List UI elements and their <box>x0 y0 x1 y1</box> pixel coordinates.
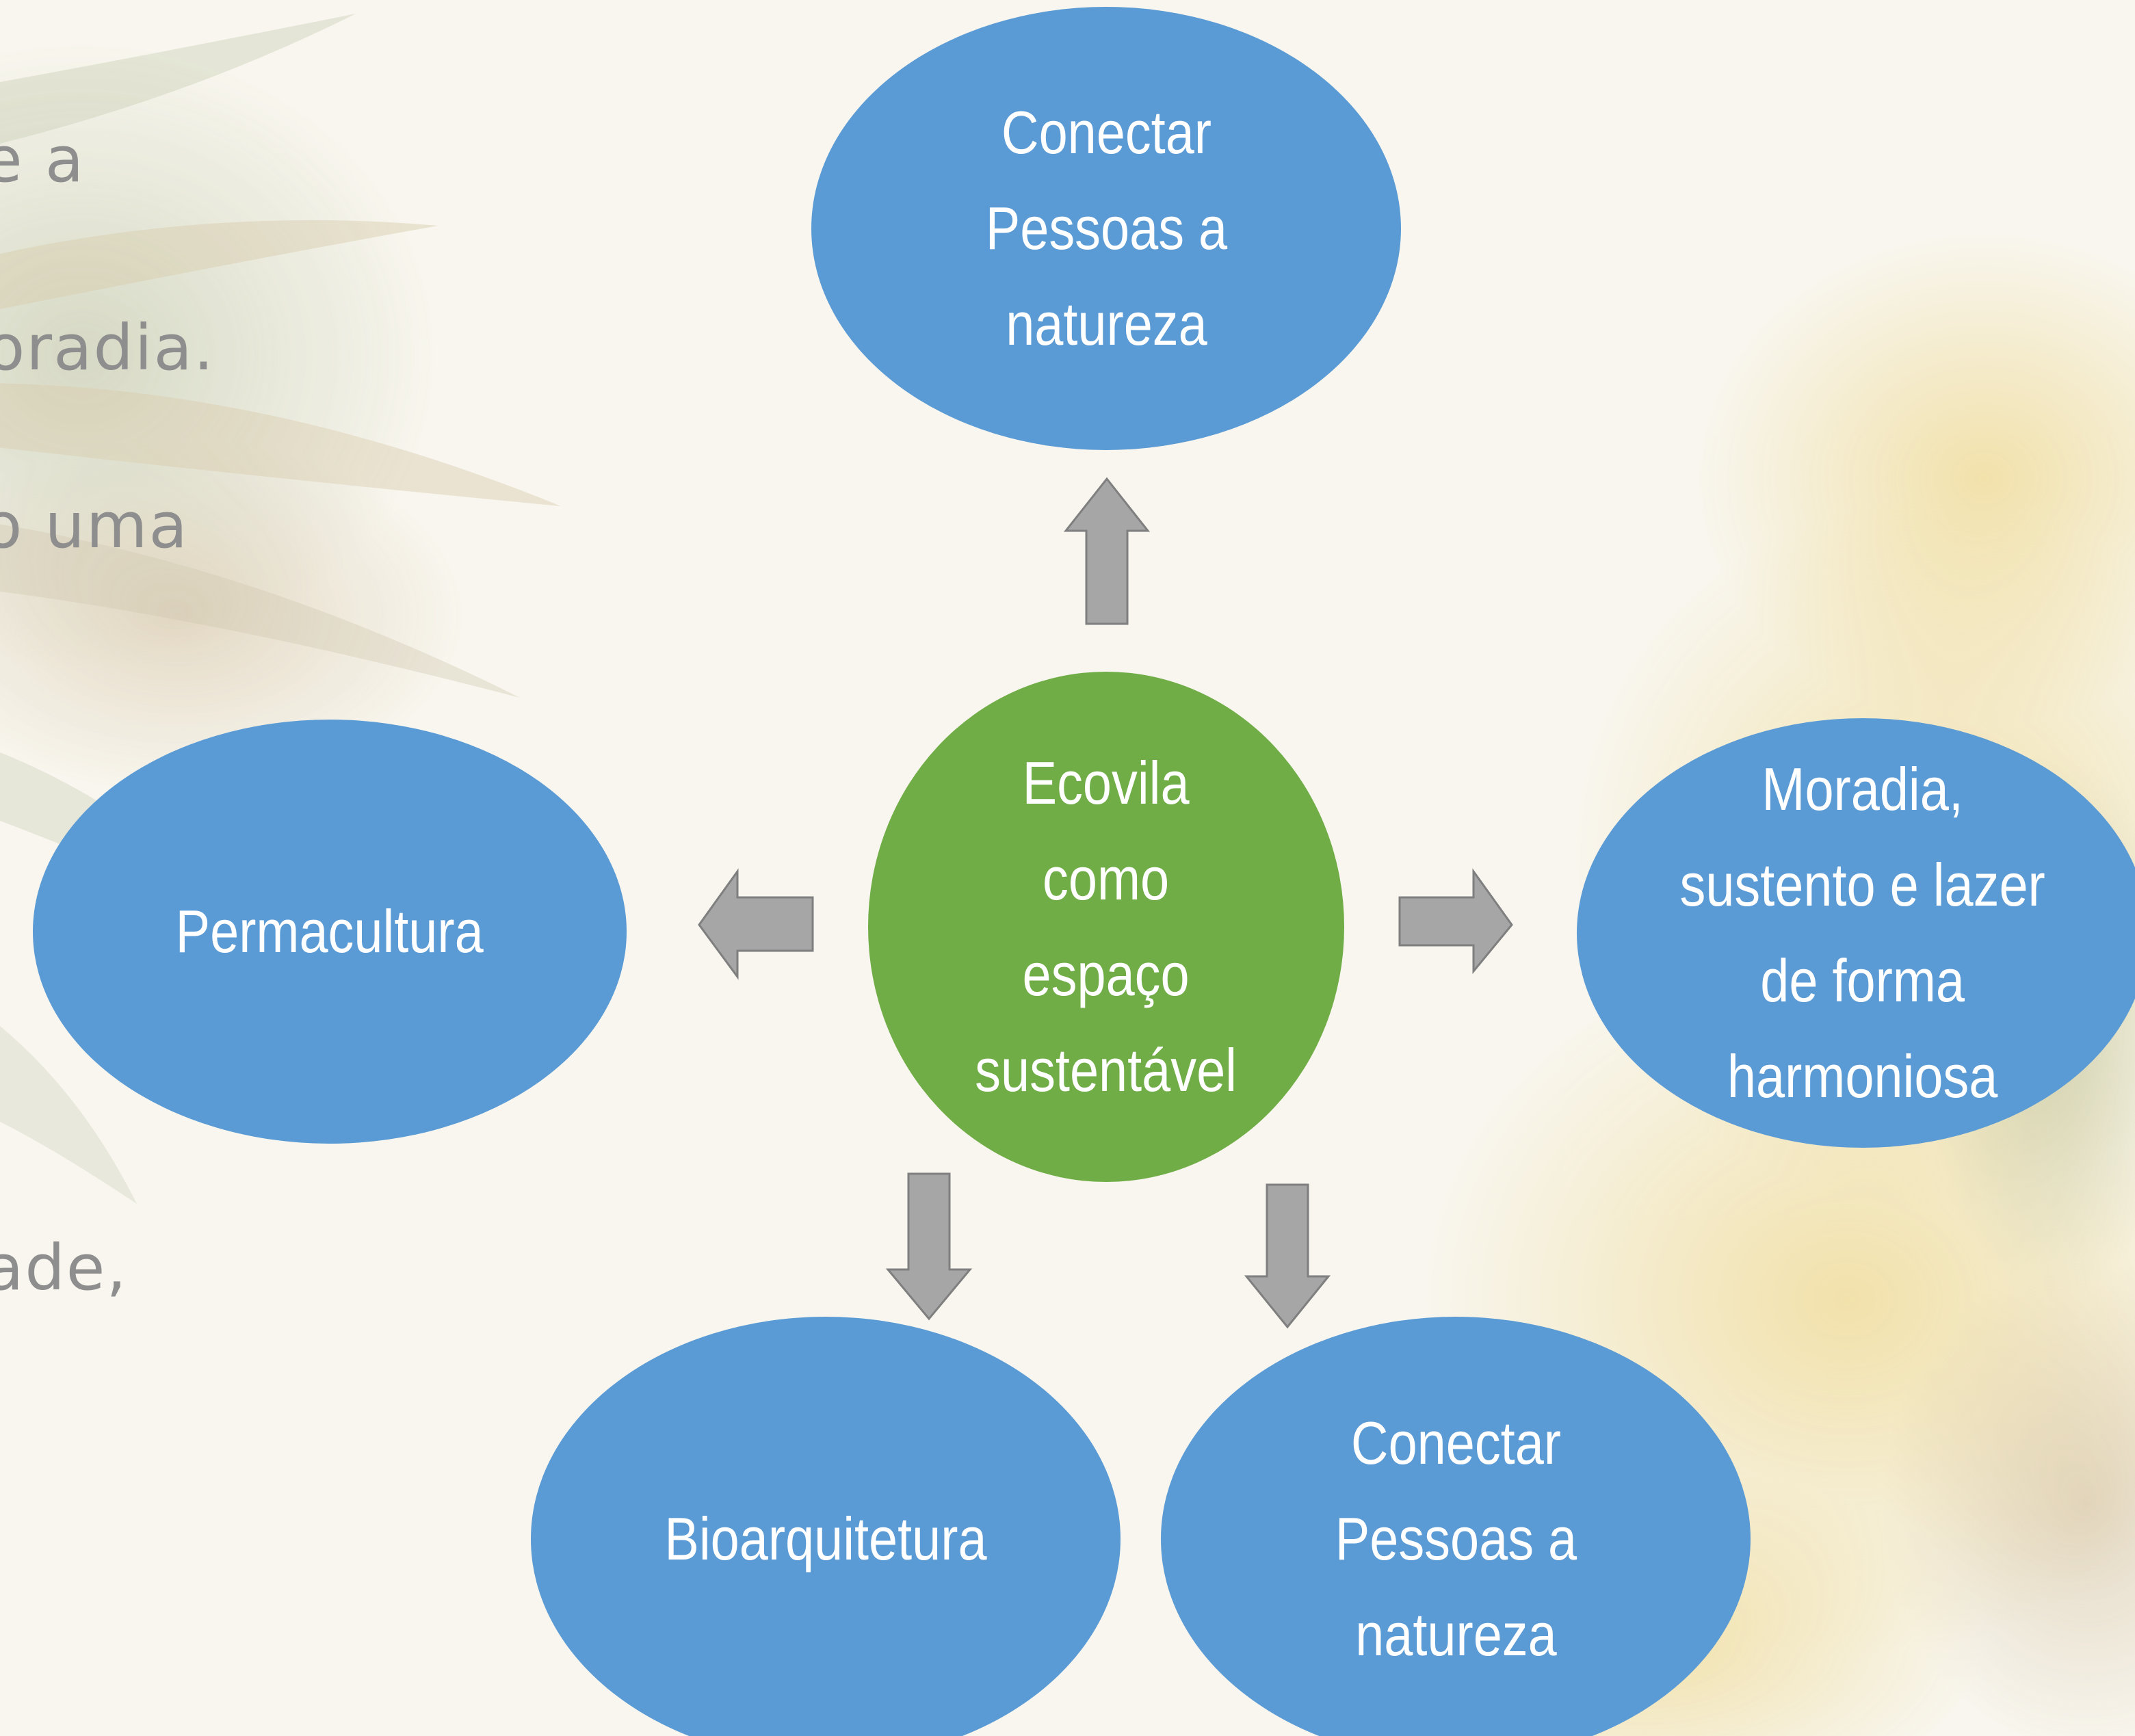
node-ecovila-center-label: Ecovila como espaço sustentável <box>975 749 1237 1104</box>
node-permacultura-label: Permacultura <box>175 897 484 965</box>
node-permacultura: Permacultura <box>33 720 627 1144</box>
node-connect-people-top: Conectar Pessoas a natureza <box>811 7 1401 450</box>
background-text-line: oradia. <box>0 311 215 384</box>
background-text-line: ade, <box>0 1231 128 1304</box>
node-moradia-label: Moradia, sustento e lazer de forma harmo… <box>1679 755 2046 1110</box>
node-bioarquitetura-label: Bioarquitetura <box>664 1505 987 1573</box>
node-connect-people-bottom: Conectar Pessoas a natureza <box>1161 1317 1751 1736</box>
background-text-line: e a <box>0 123 86 196</box>
node-moradia: Moradia, sustento e lazer de forma harmo… <box>1577 718 2135 1148</box>
node-connect-people-bottom-label: Conectar Pessoas a natureza <box>1335 1409 1577 1668</box>
node-ecovila-center: Ecovila como espaço sustentável <box>868 672 1344 1182</box>
background-text-line: . <box>0 1047 8 1120</box>
node-connect-people-top-label: Conectar Pessoas a natureza <box>985 98 1227 358</box>
background-text-line: o uma <box>0 489 189 562</box>
palm-tree-silhouette <box>0 14 561 1204</box>
node-bioarquitetura: Bioarquitetura <box>531 1317 1121 1736</box>
